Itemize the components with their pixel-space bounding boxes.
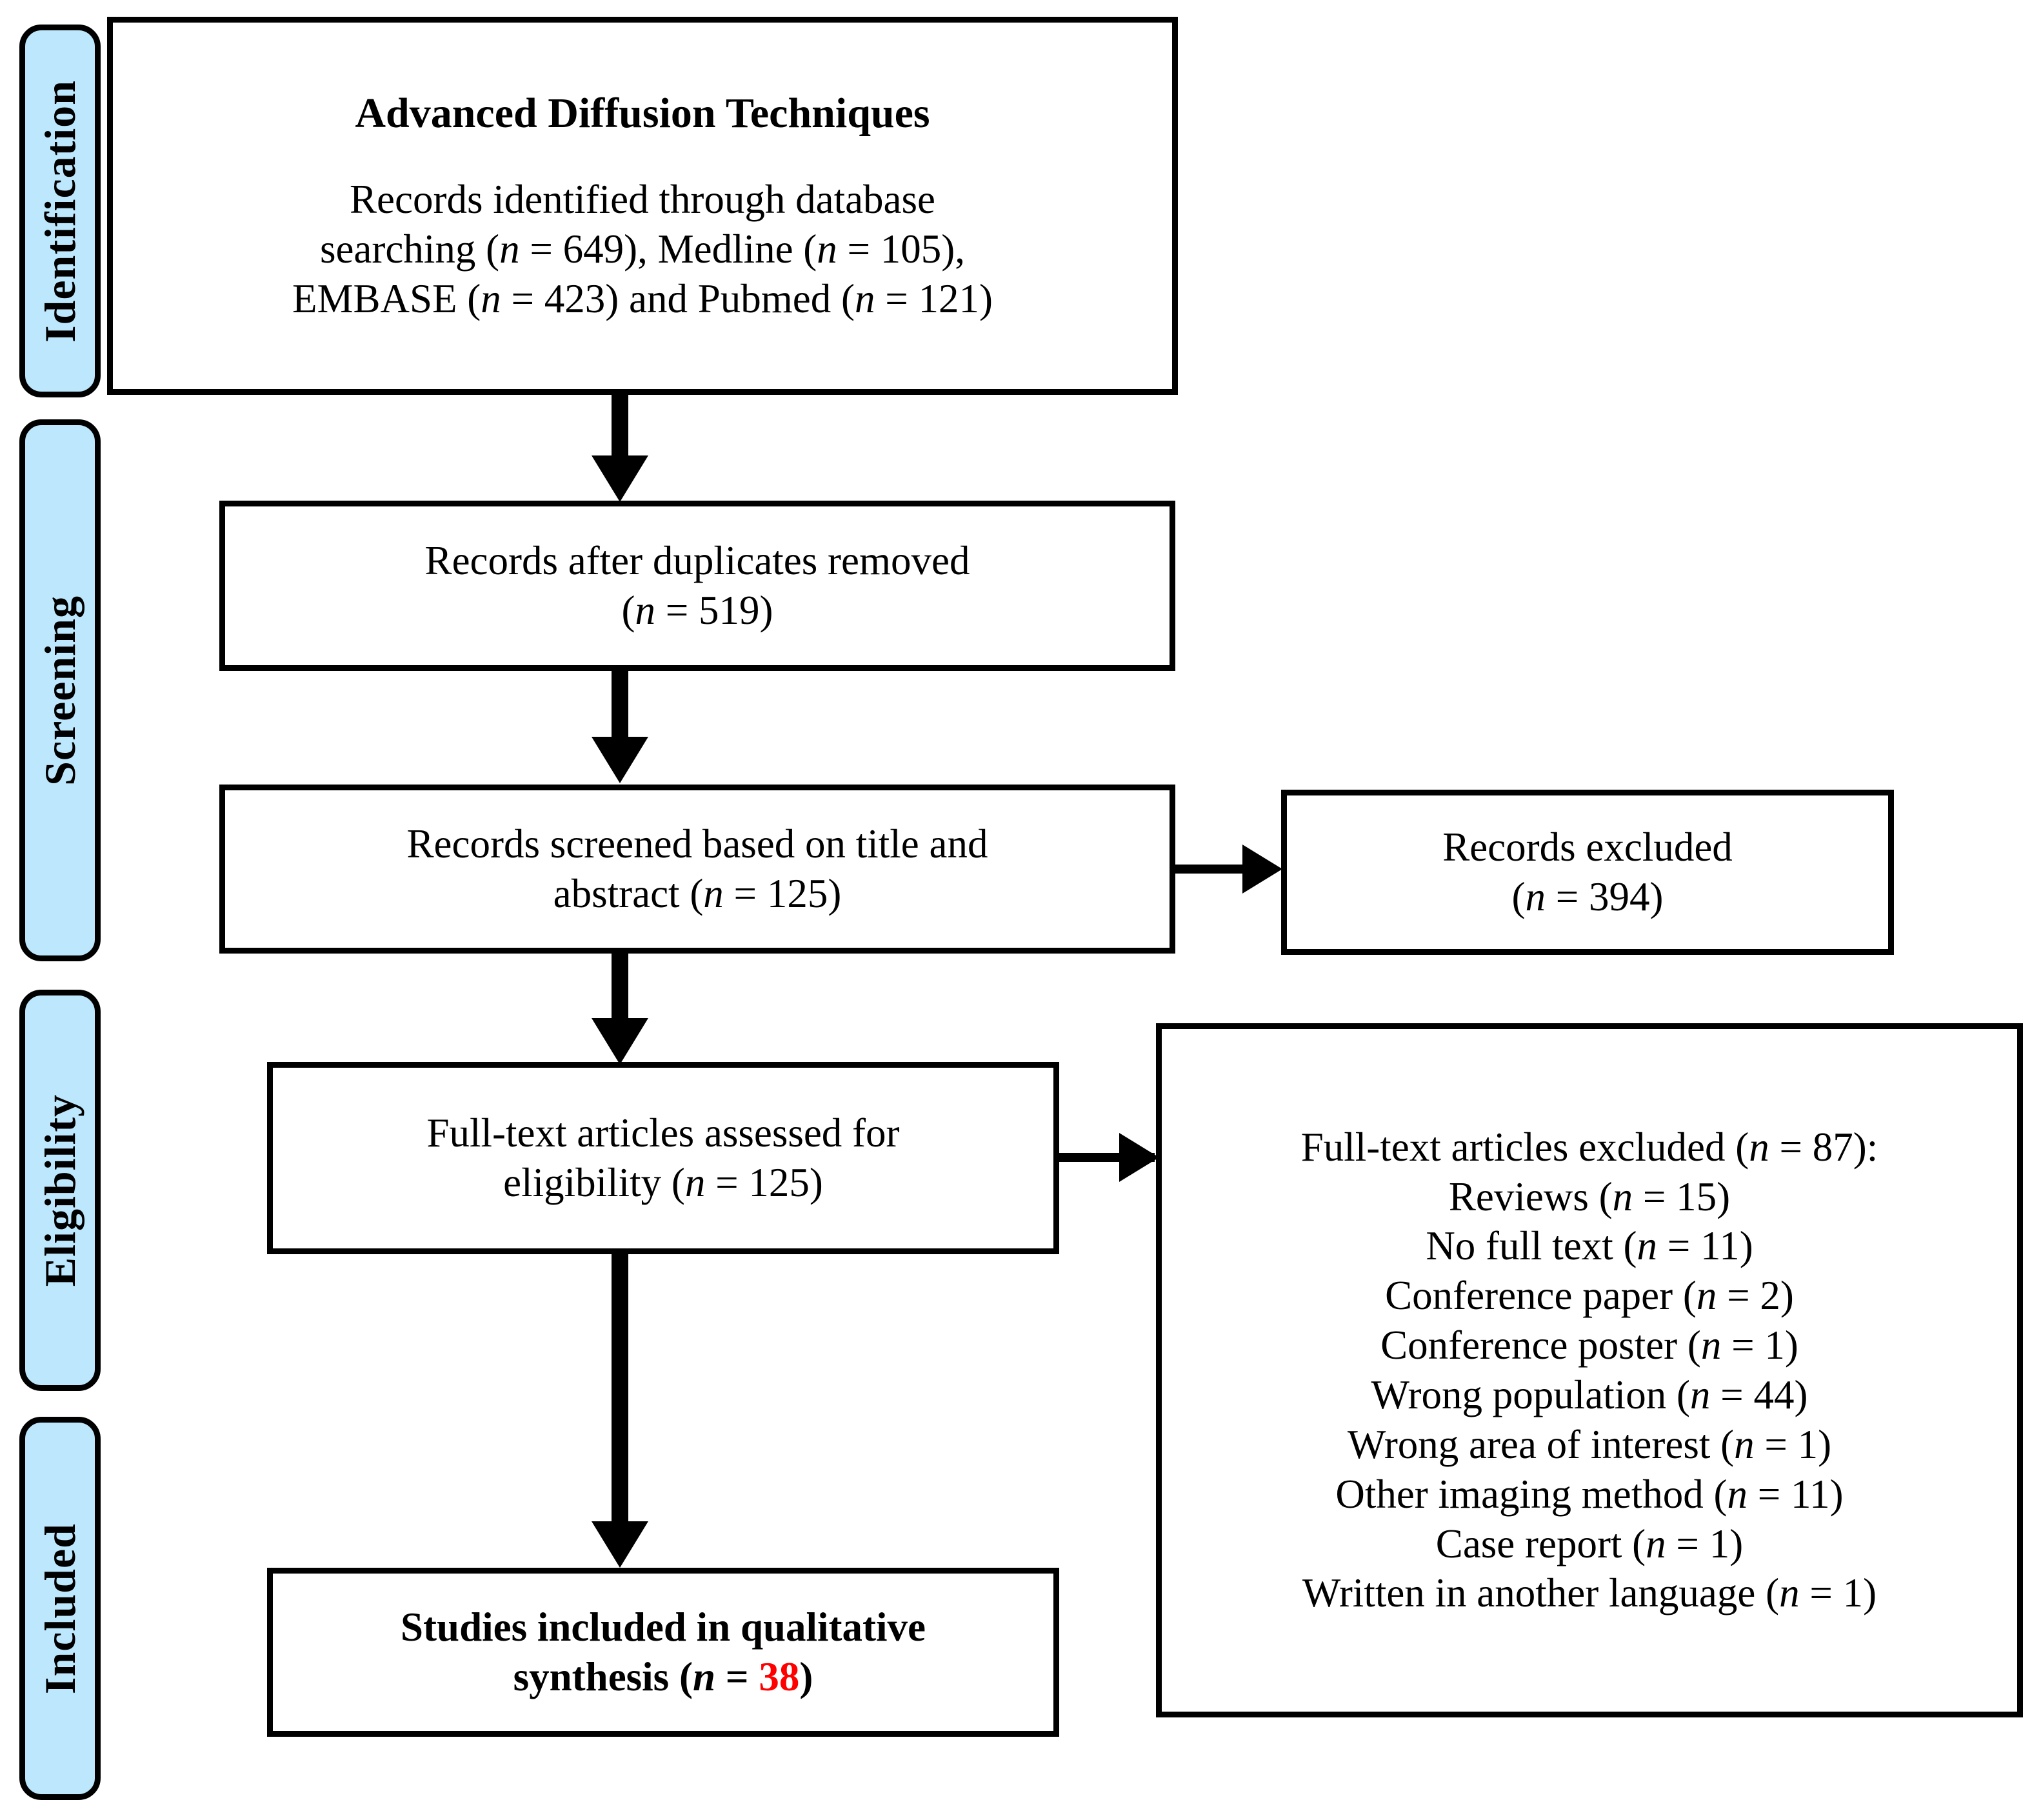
arrow-screened-to-records-excluded [1242, 845, 1282, 894]
fulltext-assessed-line-1: Full-text articles assessed for [426, 1110, 900, 1156]
exclusion-reason-wrong-population: Wrong population (n = 44) [1371, 1372, 1808, 1417]
arrow-fulltext-to-included [592, 1521, 648, 1568]
fulltext-assessed-line-2: eligibility (n = 125) [503, 1160, 823, 1205]
exclusion-reason-wrong-area-of-interest: Wrong area of interest (n = 1) [1347, 1421, 1832, 1467]
box-records-screened: Records screened based on title and abst… [219, 785, 1175, 954]
exclusion-reason-conference-poster: Conference poster (n = 1) [1380, 1323, 1798, 1368]
fulltext-excluded-header: Full-text articles excluded (n = 87): [1300, 1124, 1878, 1170]
exclusion-reason-case-report: Case report (n = 1) [1435, 1521, 1744, 1566]
exclusion-reason-reviews: Reviews (n = 15) [1448, 1174, 1731, 1219]
phase-label-included: Included [35, 1523, 85, 1694]
box-records-after-duplicates-removed: Records after duplicates removed (n = 51… [219, 501, 1175, 671]
included-line-2: synthesis (n = 38) [513, 1654, 813, 1699]
connector-fulltext-to-included [612, 1254, 628, 1525]
screened-line-1: Records screened based on title and [406, 821, 988, 867]
duplicates-line-1: Records after duplicates removed [424, 538, 970, 584]
duplicates-line-2: (n = 519) [621, 588, 773, 633]
box-records-identified: Advanced Diffusion Techniques Records id… [107, 17, 1178, 395]
connector-duplicates-to-screened [612, 671, 628, 738]
arrow-fulltext-to-exclusion-list [1119, 1133, 1159, 1182]
phase-identification: Identification [19, 25, 101, 397]
box-records-excluded: Records excluded (n = 394) [1281, 790, 1894, 955]
records-identified-line-2: searching (n = 649), Medline (n = 105), [319, 226, 966, 272]
arrow-duplicates-to-screened [592, 737, 648, 783]
exclusion-reason-conference-paper: Conference paper (n = 2) [1385, 1273, 1794, 1319]
records-excluded-line-2: (n = 394) [1511, 874, 1664, 919]
records-identified-line-1: Records identified through database [350, 177, 935, 223]
box-fulltext-assessed: Full-text articles assessed for eligibil… [267, 1062, 1059, 1254]
records-identified-line-3: EMBASE (n = 423) and Pubmed (n = 121) [292, 276, 993, 322]
exclusion-reason-written-in-another-language: Written in another language (n = 1) [1302, 1570, 1877, 1616]
phase-included: Included [19, 1417, 101, 1800]
phase-eligibility: Eligibility [19, 990, 101, 1391]
phase-label-eligibility: Eligibility [35, 1094, 85, 1287]
box-title-advanced-diffusion-techniques: Advanced Diffusion Techniques [355, 90, 930, 137]
phase-label-identification: Identification [35, 79, 85, 343]
arrow-screened-to-fulltext [592, 1018, 648, 1065]
records-excluded-line-1: Records excluded [1442, 825, 1733, 870]
exclusion-reason-other-imaging-method: Other imaging method (n = 11) [1335, 1471, 1844, 1517]
connector-identification-to-duplicates [612, 395, 628, 466]
box-fulltext-excluded-reasons: Full-text articles excluded (n = 87): Re… [1156, 1023, 2023, 1717]
phase-label-screening: Screening [35, 595, 85, 786]
exclusion-reason-no-full-text: No full text (n = 11) [1426, 1223, 1753, 1269]
box-studies-included: Studies included in qualitative synthesi… [267, 1568, 1059, 1737]
phase-screening: Screening [19, 419, 101, 961]
screened-line-2: abstract (n = 125) [553, 871, 842, 916]
arrow-identification-to-duplicates [592, 455, 648, 502]
included-count-value: 38 [759, 1654, 800, 1699]
included-line-1: Studies included in qualitative [401, 1605, 926, 1650]
connector-screened-to-fulltext [612, 954, 628, 1022]
